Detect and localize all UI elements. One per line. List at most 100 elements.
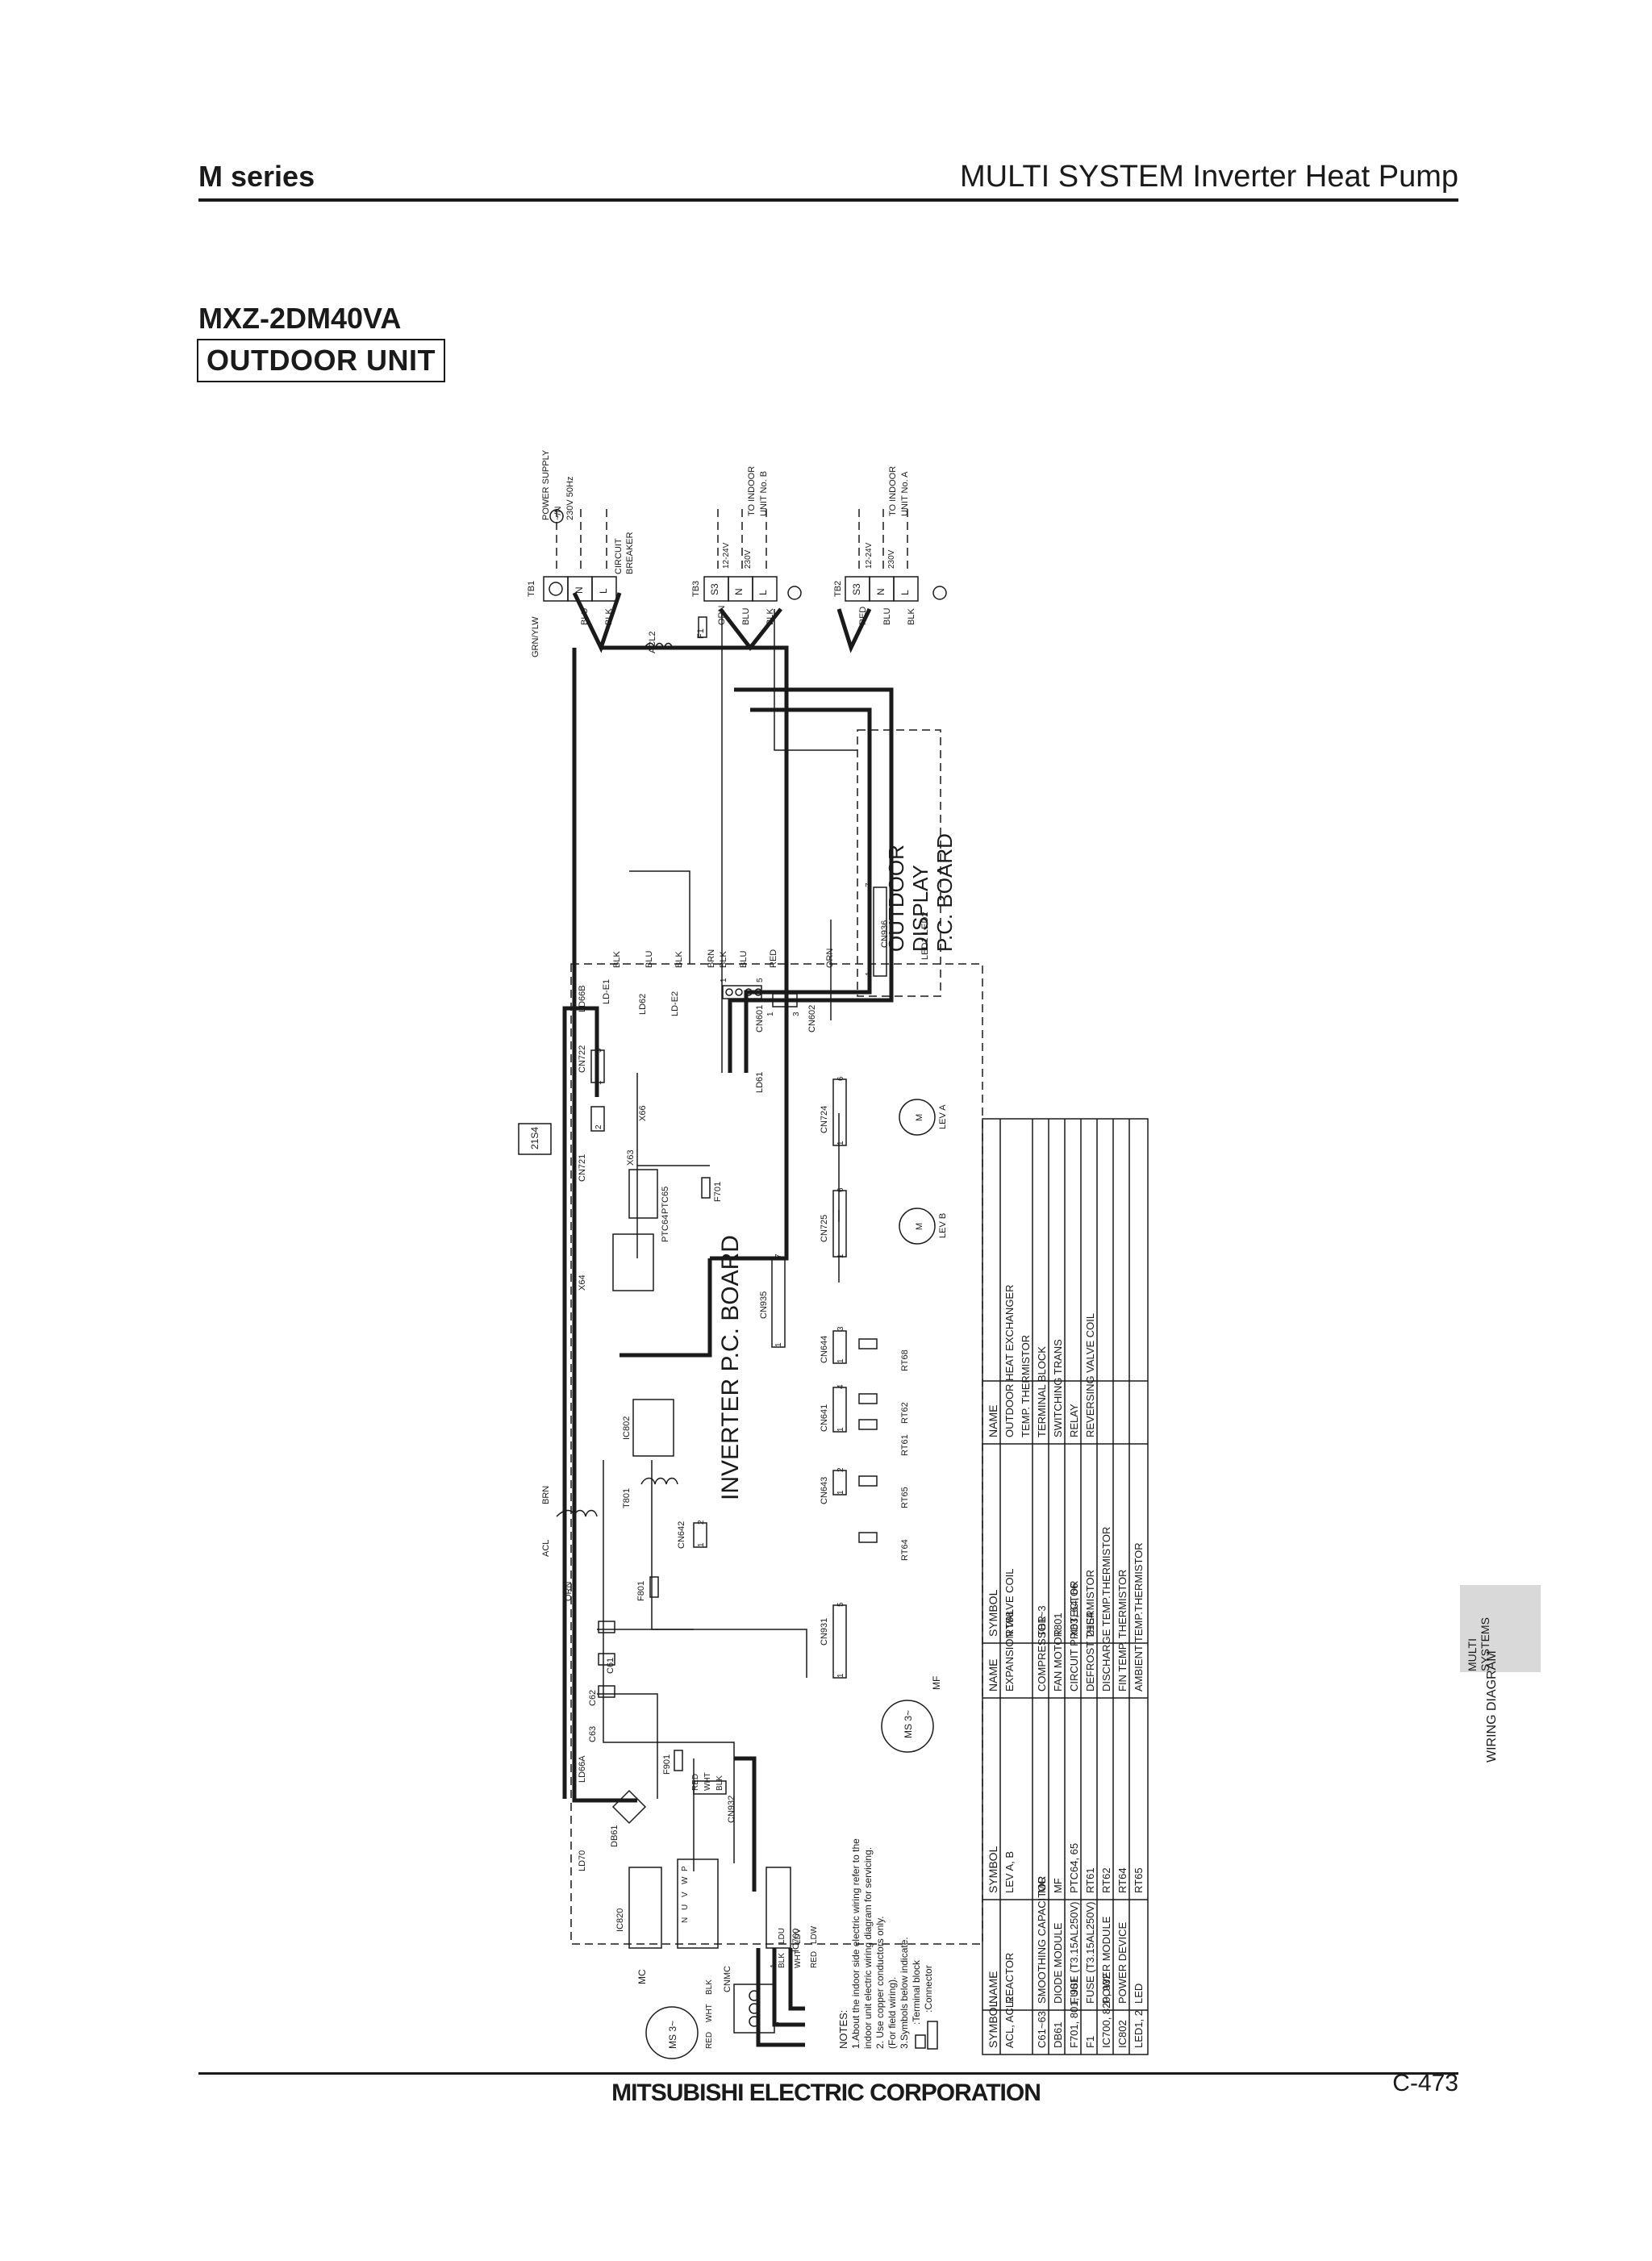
- cnmc-pin-3: 3: [773, 2021, 782, 2026]
- connector-symbol: [927, 2021, 938, 2050]
- cn642-label: CN642: [677, 1521, 686, 1549]
- cn642-pin-1: 1: [697, 1542, 706, 1547]
- cn935-label: CN935: [759, 1291, 769, 1319]
- lev-a-motor-m: M: [915, 1114, 924, 1121]
- side-tab-multi: MULTI: [1466, 1638, 1479, 1671]
- x64-label: X64: [578, 1274, 587, 1291]
- cn641-pin-1: 1: [836, 1427, 845, 1432]
- legend-cell: POWER MODULE: [1100, 1916, 1112, 2004]
- wire-ground: [629, 870, 690, 964]
- wire-t801: [651, 1460, 694, 1630]
- wire-caps: [597, 1693, 658, 1799]
- legend-cell: X63, 64, 66: [1068, 1583, 1080, 1637]
- inverter-board-title: INVERTER P.C. BOARD: [717, 1235, 744, 1500]
- rt61-label: RT61: [900, 1434, 910, 1456]
- c61-label: C61: [606, 1658, 615, 1674]
- notes-title: NOTES:: [837, 2010, 849, 2049]
- cn932-label: CN932: [727, 1796, 736, 1823]
- field-wiring-unit-b: [717, 508, 767, 569]
- terminal-block-tb1: [543, 576, 617, 602]
- legend-cell: COMPRESSOR: [1036, 1616, 1048, 1692]
- t801-label: T801: [622, 1488, 632, 1508]
- legend-header-cell: SYMBOL: [987, 1846, 999, 1893]
- legend-cell: DISCHARGE TEMP.THERMISTOR: [1100, 1527, 1112, 1692]
- ic802-label: IC802: [622, 1416, 632, 1440]
- cn602-pin-3: 3: [792, 1012, 801, 1016]
- cn724-pin-6: 6: [836, 1076, 845, 1081]
- cn722-connector: [590, 1049, 605, 1083]
- legend-cell: REACTOR: [1003, 1953, 1016, 2004]
- wire-tb3: [719, 607, 782, 652]
- compressor-motor-icon: [645, 2006, 699, 2059]
- legend-header-cell: NAME: [987, 1659, 999, 1692]
- tb3-n: N: [733, 588, 745, 595]
- legend-cell: EXPANSION VALVE COIL: [1003, 1569, 1016, 1692]
- cn932-connector: [693, 1780, 727, 1795]
- wire-ic802: [603, 1460, 735, 1863]
- fuse-f701: [701, 1177, 711, 1199]
- reactor-acl: [556, 1509, 598, 1517]
- terminal-block-symbol: [915, 2034, 926, 2049]
- capacitor-c61: [598, 1621, 615, 1633]
- wire-cn722: [636, 1073, 710, 1166]
- led1-label: LED1: [920, 937, 930, 960]
- wire-grn-ylw-label: GRN/YLW: [531, 616, 540, 657]
- cn643-pin-1: 1: [836, 1490, 845, 1495]
- cn931-label: CN931: [820, 1618, 829, 1646]
- lev-b-motor-m: M: [915, 1223, 924, 1230]
- cn601-pin-1: 1: [720, 978, 728, 982]
- legend-cell: DIODE MODULE: [1052, 1922, 1064, 2004]
- tb1-n: N: [574, 586, 585, 594]
- wire-main-right: [601, 645, 789, 1261]
- cn643-pin-2: 2: [836, 1467, 845, 1472]
- series-label: M series: [198, 160, 315, 193]
- wire-blk-label: BLK: [604, 608, 614, 625]
- model-number: MXZ-2DM40VA: [198, 302, 402, 335]
- legend-cell: TB1~3: [1036, 1605, 1048, 1637]
- cn601-label: CN601: [755, 1005, 765, 1032]
- cn935-pin-1: 1: [774, 1342, 783, 1347]
- f801-label: F801: [636, 1581, 646, 1601]
- cn931-connector: [832, 1604, 847, 1679]
- side-tab-category-1: MULTI: [1481, 1639, 1482, 1670]
- circuit-breaker-label-2: BREAKER: [625, 532, 635, 574]
- side-tab-systems: SYSTEMS: [1479, 1617, 1491, 1671]
- diode-bridge-db61: [611, 1789, 647, 1825]
- cn936-connector: [873, 886, 887, 977]
- ic700-ldw: LDW: [810, 1925, 819, 1944]
- rt64-label: RT64: [900, 1539, 910, 1561]
- cn644-pin-1: 1: [836, 1358, 845, 1363]
- to-unit-b-label: TO INDOOR: [747, 466, 757, 516]
- cn931-pin-1: 1: [836, 1673, 845, 1678]
- to-unit-a-label: TO INDOOR: [888, 466, 898, 516]
- tb3-dc: 12-24V: [722, 542, 731, 569]
- legend-cell: TERMINAL BLOCK: [1036, 1346, 1048, 1437]
- footer-rule: [198, 2072, 1458, 2075]
- display-board-title-3: P.C. BOARD: [932, 833, 957, 952]
- legend-cell: LED: [1133, 1984, 1145, 2004]
- display-board-title: OUTDOOR: [884, 845, 908, 952]
- tb3-ac: 230V: [744, 549, 753, 569]
- cn602-pin-1: 1: [766, 1012, 775, 1016]
- legend-header-cell: NAME: [987, 1405, 999, 1437]
- rt65-label: RT65: [900, 1487, 910, 1508]
- fuse-f801: [649, 1576, 659, 1598]
- ic932-pin-n: N: [681, 1917, 690, 1923]
- legend-cell: DB61: [1052, 2021, 1064, 2048]
- thermistor-rt61: [858, 1419, 878, 1430]
- header-rule: [198, 198, 1458, 202]
- cn643-label: CN643: [820, 1477, 829, 1504]
- ld-e2-label: LD-E2: [670, 991, 680, 1016]
- cn601-wire-blu-2: BLU: [739, 951, 749, 968]
- note-2b: (For field wiring).: [886, 1977, 898, 2049]
- cn602-label: CN602: [807, 1005, 817, 1032]
- legend-cell: FAN MOTOR: [1052, 1629, 1064, 1692]
- ptc65-label: PTC65: [661, 1187, 670, 1214]
- cn644-label: CN644: [820, 1336, 829, 1363]
- c63-label: C63: [588, 1726, 598, 1742]
- display-board-title-2: DISPLAY: [908, 865, 932, 952]
- cn936-pin-7: 7: [865, 882, 874, 887]
- legend-cell: 21S4: [1084, 1612, 1096, 1637]
- cnmc-wire-red: RED: [705, 2032, 714, 2049]
- cn641-label: CN641: [820, 1404, 829, 1432]
